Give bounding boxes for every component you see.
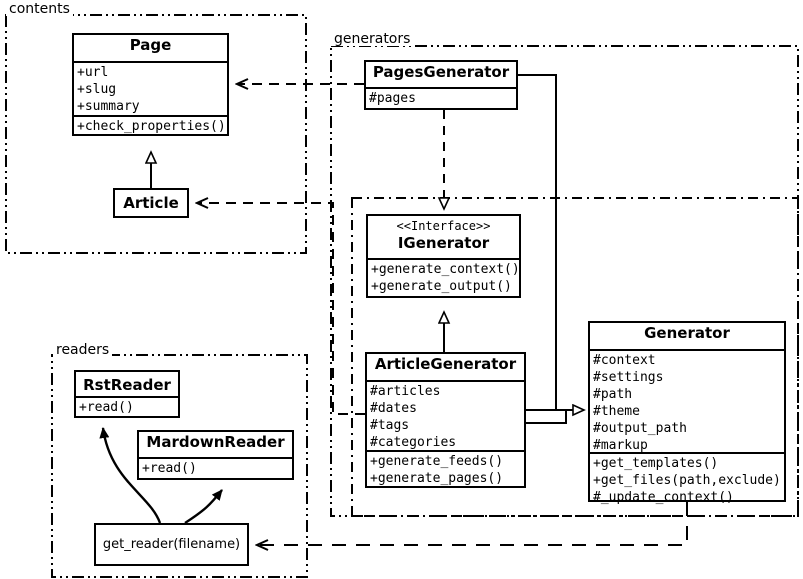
- class-box-rst-reader[interactable]: RstReader +read(): [74, 370, 180, 418]
- attribute: #pages: [369, 91, 416, 106]
- class-name-generator: Generator: [644, 324, 730, 342]
- class-box-article[interactable]: Article: [113, 188, 189, 218]
- class-header-pages-generator: PagesGenerator: [366, 62, 516, 89]
- class-name-mardown-reader: MardownReader: [146, 433, 285, 451]
- attribute: #theme: [593, 404, 640, 419]
- class-header-mardown-reader: MardownReader: [139, 432, 292, 459]
- operation: +get_files(path,exclude): [593, 473, 781, 488]
- function-box-get-reader[interactable]: get_reader(filename): [94, 523, 249, 566]
- attribute: #path: [593, 387, 633, 402]
- class-header-article: Article: [115, 190, 187, 216]
- class-name-pages-generator: PagesGenerator: [372, 63, 510, 81]
- class-name-igenerator: IGenerator: [397, 234, 490, 252]
- operation: +read(): [79, 400, 134, 415]
- class-operations-igenerator: +generate_context() +generate_output(): [368, 260, 520, 297]
- class-box-pages-generator[interactable]: PagesGenerator #pages: [364, 60, 518, 110]
- attribute: #categories: [370, 435, 457, 450]
- operation: +generate_context(): [371, 262, 520, 277]
- class-attributes-pages-generator: #pages: [366, 89, 516, 109]
- class-box-page[interactable]: Page +url +slug +summary +check_properti…: [72, 33, 229, 136]
- class-attributes-article-generator: #articles #dates #tags #categories: [367, 382, 524, 452]
- relation-generator-depends-get-reader: [257, 502, 688, 545]
- class-name-article: Article: [123, 194, 179, 212]
- function-label-get-reader: get_reader(filename): [102, 537, 241, 552]
- operation: +read(): [142, 461, 197, 476]
- operation: +generate_output(): [371, 279, 512, 294]
- class-header-igenerator: <<Interface>> IGenerator: [368, 216, 519, 260]
- operation: +generate_feeds(): [370, 454, 504, 469]
- operation: +generate_pages(): [370, 471, 504, 486]
- class-box-generator[interactable]: Generator #context #settings #path #them…: [588, 321, 786, 505]
- attribute: +summary: [77, 99, 140, 114]
- package-label-contents: contents: [6, 2, 73, 16]
- attribute: #settings: [593, 370, 664, 385]
- operation: #_update_context(): [593, 490, 734, 505]
- class-box-igenerator[interactable]: <<Interface>> IGenerator +generate_conte…: [366, 214, 521, 298]
- class-operations-page: +check_properties(): [74, 117, 227, 137]
- relation-generators-generalize-generator: [518, 74, 584, 424]
- class-box-article-generator[interactable]: ArticleGenerator #articles #dates #tags …: [365, 352, 526, 488]
- package-label-readers: readers: [53, 343, 113, 357]
- class-operations-rst-reader: +read(): [76, 398, 178, 418]
- relation-articlegenerator-depends-article: [197, 203, 365, 415]
- class-header-page: Page: [74, 35, 227, 63]
- operation: +get_templates(): [593, 456, 719, 471]
- operation: +check_properties(): [77, 119, 226, 134]
- attribute: #context: [593, 353, 656, 368]
- class-box-mardown-reader[interactable]: MardownReader +read(): [137, 430, 294, 480]
- class-attributes-page: +url +slug +summary: [74, 63, 227, 117]
- attribute: #articles: [370, 384, 441, 399]
- attribute: #output_path: [593, 421, 687, 436]
- class-stereotype-igenerator: <<Interface>>: [396, 219, 491, 233]
- class-operations-generator: +get_templates() +get_files(path,exclude…: [590, 454, 784, 508]
- relation-get-reader-returns-mardownreader: [184, 489, 223, 525]
- attribute: #tags: [370, 418, 410, 433]
- class-name-article-generator: ArticleGenerator: [374, 355, 517, 373]
- attribute: +slug: [77, 82, 117, 97]
- class-name-page: Page: [129, 36, 172, 54]
- class-header-rst-reader: RstReader: [76, 372, 178, 398]
- class-attributes-generator: #context #settings #path #theme #output_…: [590, 351, 784, 454]
- class-header-generator: Generator: [590, 323, 784, 351]
- package-label-generators: generators: [331, 32, 414, 46]
- class-name-rst-reader: RstReader: [83, 376, 171, 394]
- attribute: +url: [77, 65, 109, 80]
- class-header-article-generator: ArticleGenerator: [367, 354, 524, 382]
- class-operations-mardown-reader: +read(): [139, 459, 292, 479]
- class-operations-article-generator: +generate_feeds() +generate_pages(): [367, 452, 524, 489]
- attribute: #markup: [593, 438, 648, 453]
- attribute: #dates: [370, 401, 417, 416]
